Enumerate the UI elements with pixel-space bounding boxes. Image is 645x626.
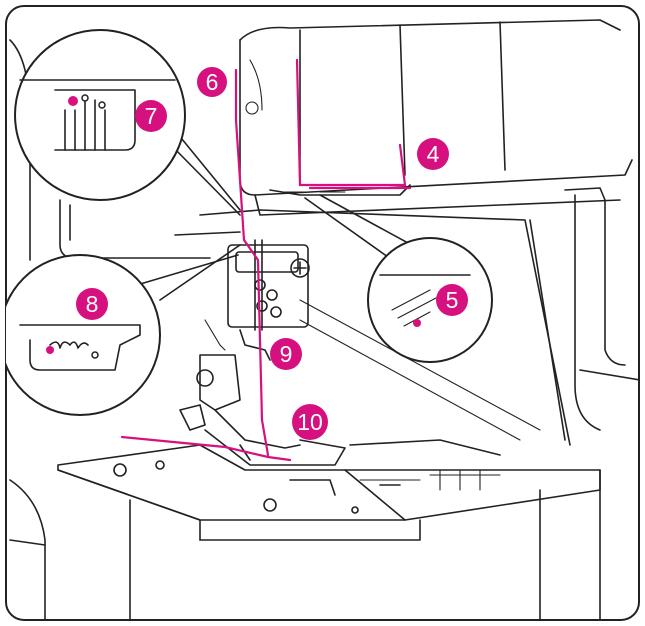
detail-callout-7 xyxy=(14,29,186,201)
detail-callout-5 xyxy=(367,237,493,363)
thread-path xyxy=(120,58,412,462)
step-badge-10: 10 xyxy=(292,404,328,440)
step-label-5: 5 xyxy=(446,287,459,313)
step-label-10: 10 xyxy=(297,409,323,435)
step-label-4: 4 xyxy=(427,141,440,167)
step-badge-5: 5 xyxy=(436,284,468,316)
presser-foot-assembly xyxy=(179,239,346,466)
step-label-9: 9 xyxy=(280,341,293,367)
step-label-6: 6 xyxy=(206,69,219,95)
step-badge-4: 4 xyxy=(417,138,449,170)
step-badge-7: 7 xyxy=(135,100,167,132)
step-label-7: 7 xyxy=(145,103,158,129)
machine-base xyxy=(9,469,601,620)
step-badge-6: 6 xyxy=(197,67,227,97)
step-badge-9: 9 xyxy=(270,338,302,370)
looper-cavity xyxy=(174,231,541,441)
step-badge-8: 8 xyxy=(76,288,108,320)
detail-callout-8 xyxy=(6,254,161,416)
machine-body-right xyxy=(199,187,639,446)
step-label-8: 8 xyxy=(86,291,99,317)
